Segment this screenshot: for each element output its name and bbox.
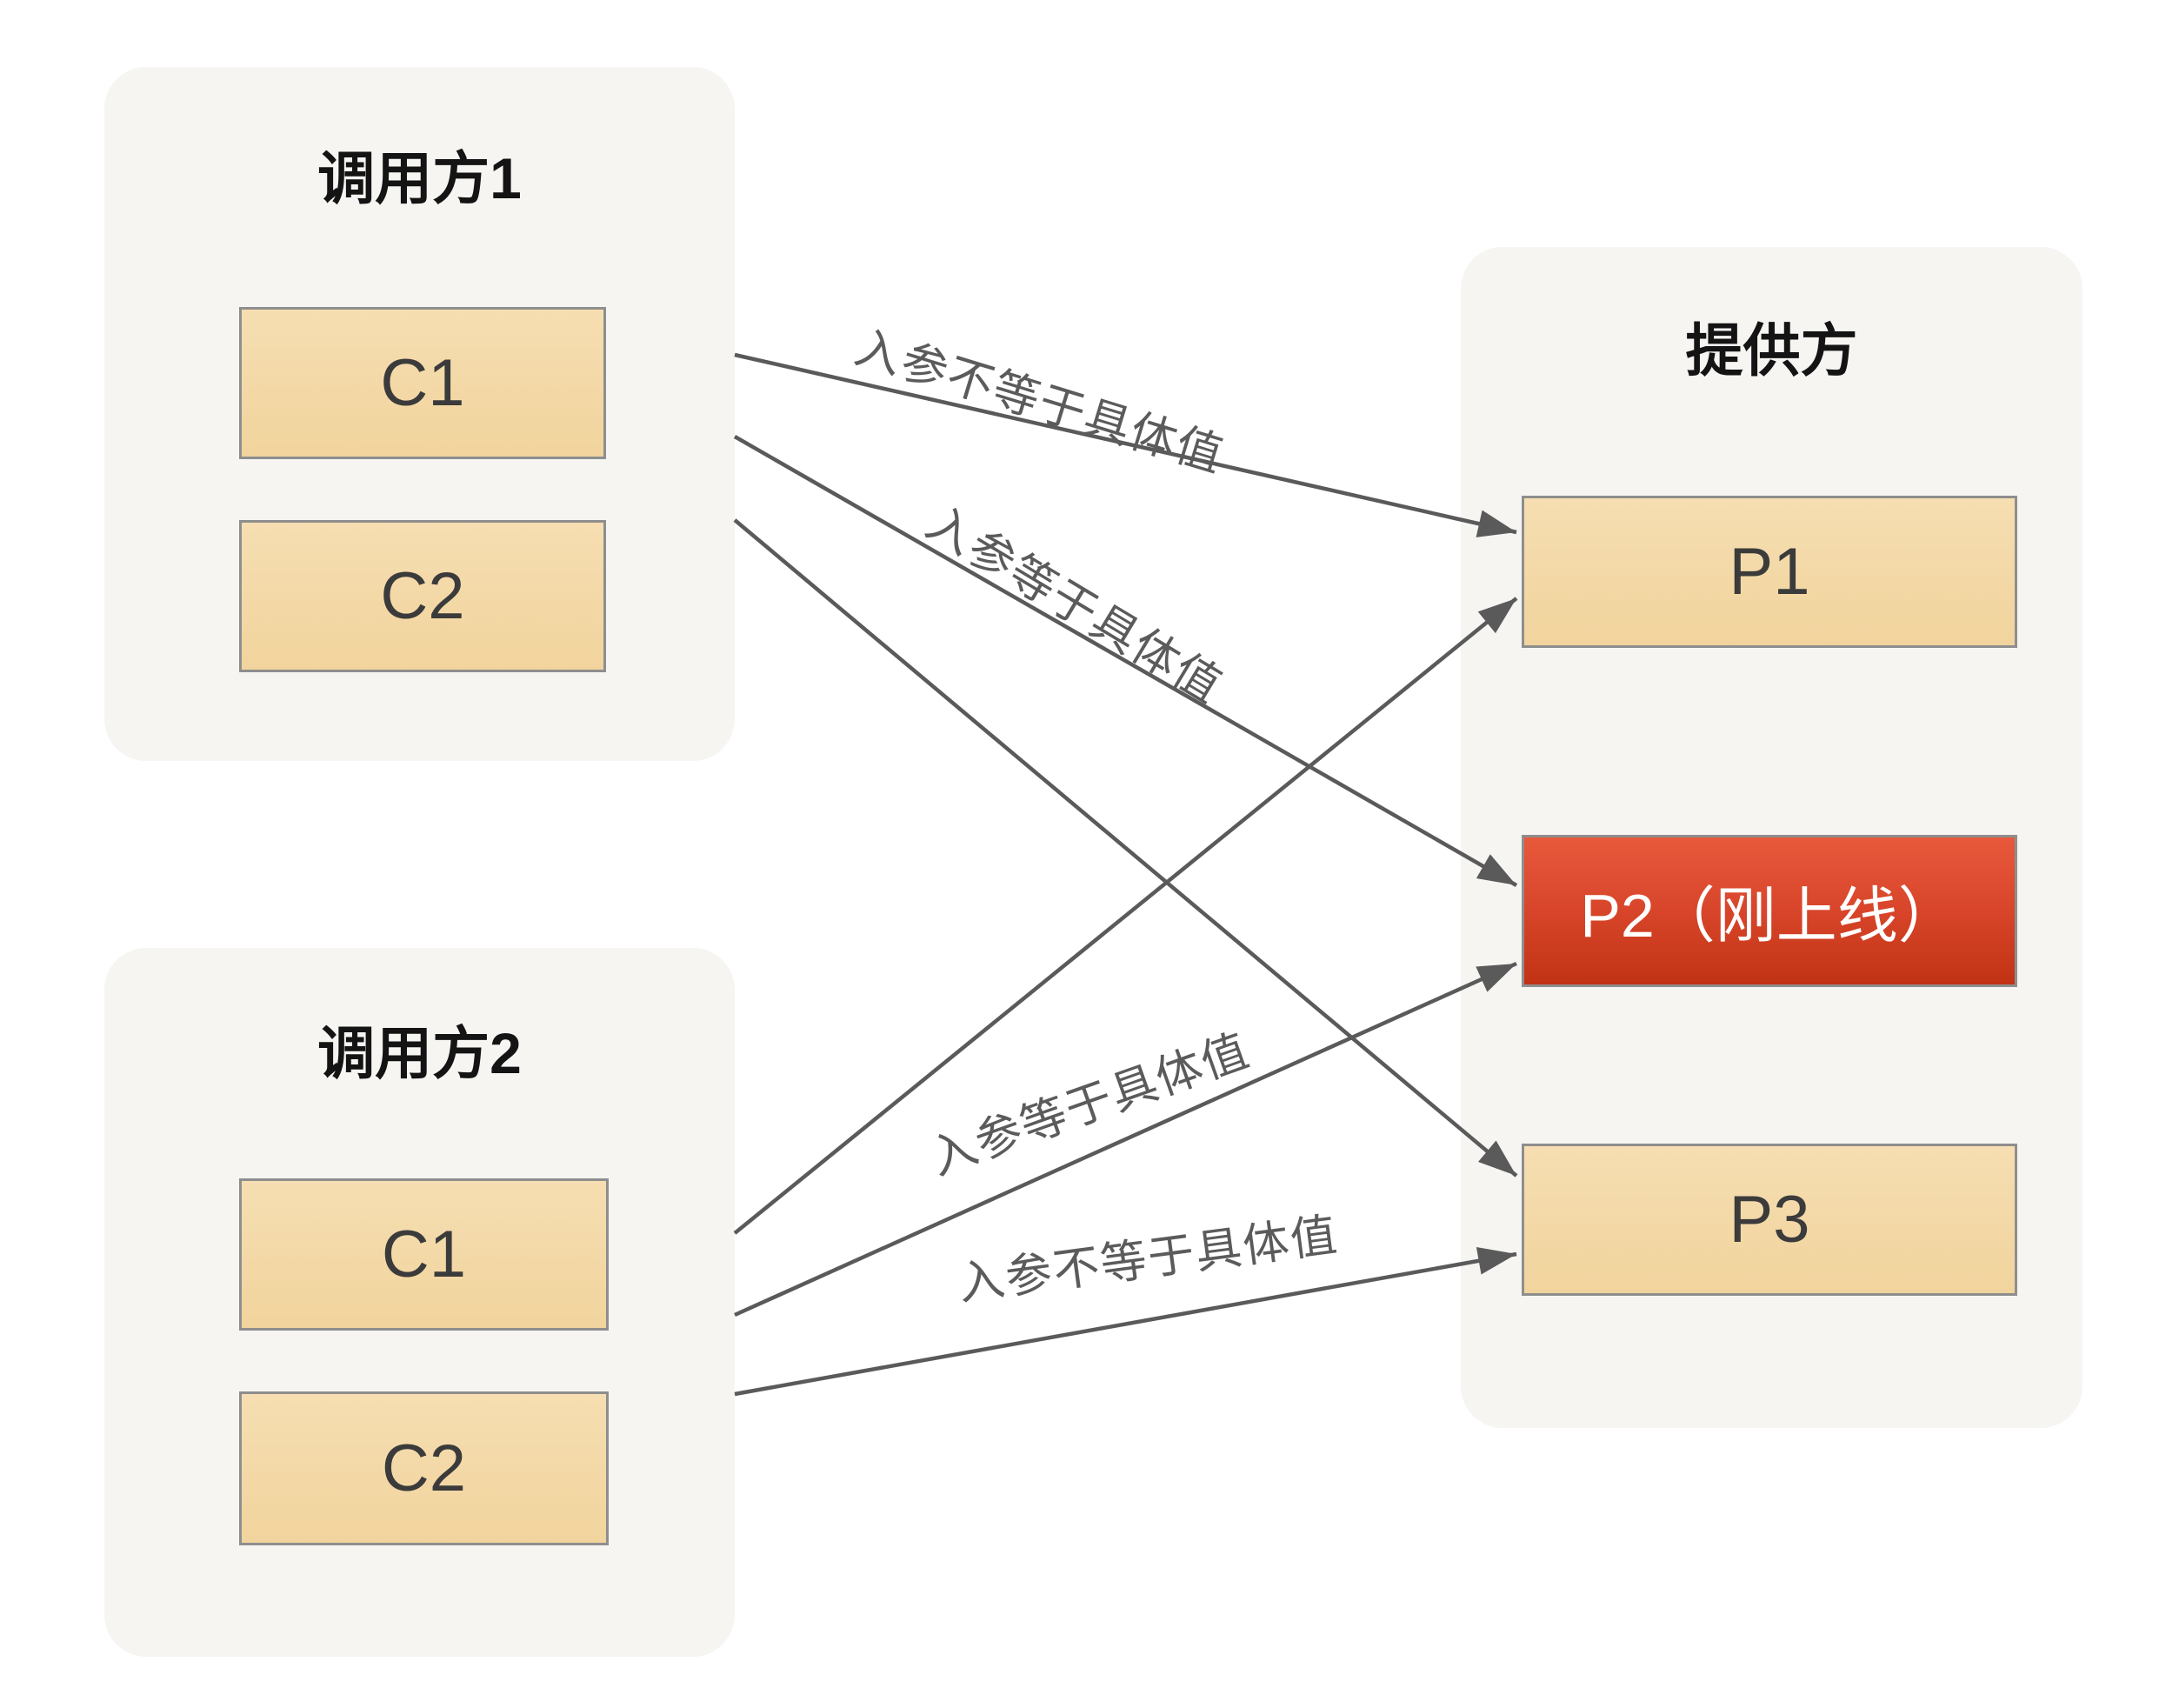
caller2-c2-box: C2 bbox=[239, 1391, 609, 1545]
caller2-title: 调用方2 bbox=[317, 1021, 522, 1085]
edge-label-c1a-p2: 入参等于具体值 bbox=[917, 497, 1231, 714]
caller1-c1-box: C1 bbox=[239, 307, 606, 459]
caller1-title: 调用方1 bbox=[317, 146, 522, 210]
provider-title: 提供方 bbox=[1685, 318, 1858, 383]
caller1-c2-box: C2 bbox=[239, 520, 606, 672]
provider-p1-box: P1 bbox=[1522, 496, 2017, 648]
caller1-c2-label: C2 bbox=[380, 559, 465, 633]
edge-label-c1a-p1: 入参不等于具体值 bbox=[849, 321, 1230, 483]
edge-label-c2a-p2: 入参等于具体值 bbox=[923, 1024, 1256, 1185]
caller2-c1-box: C1 bbox=[239, 1178, 609, 1331]
provider-p3-label: P3 bbox=[1729, 1183, 1810, 1257]
provider-p2-box: P2（刚上线） bbox=[1522, 835, 2017, 987]
edge-c2a-to-p1 bbox=[733, 597, 1518, 1235]
provider-p2-label: P2（刚上线） bbox=[1580, 882, 1959, 950]
caller2-c1-label: C1 bbox=[381, 1218, 467, 1291]
caller1-c1-label: C1 bbox=[380, 346, 465, 420]
caller2-c2-label: C2 bbox=[381, 1431, 467, 1505]
provider-p3-box: P3 bbox=[1522, 1144, 2017, 1296]
edge-label-c2a-p3: 入参不等于具体值 bbox=[955, 1209, 1342, 1311]
provider-p1-label: P1 bbox=[1729, 535, 1810, 609]
